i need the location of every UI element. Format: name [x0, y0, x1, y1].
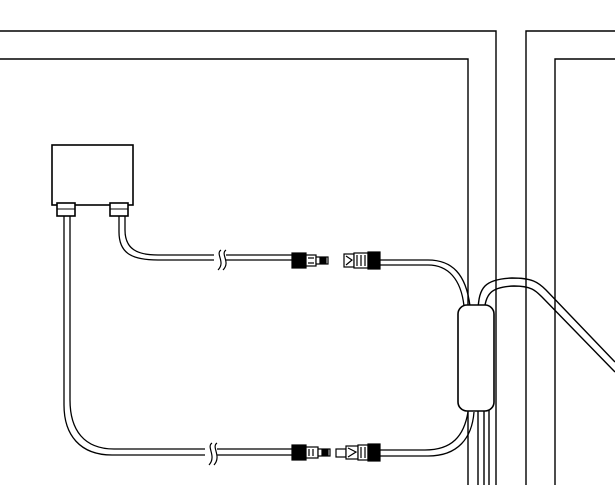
cable-break-mark-lower: [205, 442, 218, 466]
cable-clip-sleeve: [457, 304, 495, 412]
connector-upper-female: [343, 251, 381, 270]
junction-box-gland-right: [109, 202, 129, 217]
cable-upper: [118, 215, 471, 307]
connector-upper-male: [291, 252, 329, 269]
junction-box: [51, 144, 134, 206]
cable-break-mark-upper: [214, 249, 227, 271]
cable-lower: [63, 215, 475, 457]
connector-lower-female: [335, 443, 381, 462]
connector-lower-male: [291, 444, 331, 461]
solar-panel-frame-right: [525, 30, 615, 485]
junction-box-gland-left: [56, 202, 76, 217]
cable-bundle-exit: [477, 277, 615, 485]
